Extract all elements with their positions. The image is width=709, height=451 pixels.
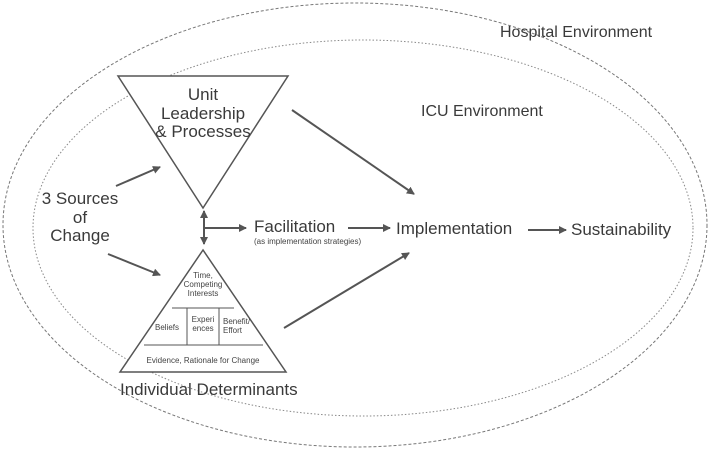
arrow-leadership-to-implementation [291,109,415,195]
sustainability-label: Sustainability [571,220,672,239]
individual-determinants-triangle [118,248,288,373]
unit-leadership-triangle [116,75,290,210]
pyramid-right-line-1: Benefit/ [223,317,251,326]
unit-leadership-label: Unit Leadership & Processes [143,85,263,142]
sources-of-change-label: 3 Sources of Change [28,189,132,246]
icu-environment-label: ICU Environment [421,103,543,120]
pyramid-benefit-cell: Benefit/ Effort [223,317,251,336]
pyramid-experiences-cell: Experi ences [189,315,217,334]
pyramid-top-line-1: Time, [193,271,213,280]
unit-leadership-line-1: Unit [187,85,219,104]
arrow-sources-to-individual [107,253,161,277]
implementation-label: Implementation [396,219,513,238]
arrow-individual-to-implementation [283,252,410,329]
pyramid-middle-line-1: Experi [191,315,215,324]
sources-line-1: 3 Sources [41,189,119,208]
unit-leadership-line-2: Leadership [160,103,246,123]
connector-triangles-facilitation [200,210,247,245]
icu-environment-ellipse [32,39,694,417]
sources-line-3: Change [50,226,110,246]
pyramid-right-line-2: Effort [223,325,242,335]
pyramid-top-line-3: Interests [187,288,219,298]
individual-determinants-label: Individual Determinants [120,380,298,399]
arrow-sources-to-leadership [115,166,161,187]
pyramid-dividers [144,307,263,346]
pyramid-bottom-cell: Evidence, Rationale for Change [146,356,260,365]
pyramid-top-cell: Time, Competing Interests [163,271,243,298]
pyramid-beliefs-cell: Beliefs [155,323,180,332]
sources-line-2: of [72,207,88,227]
facilitation-note: (as implementation strategies) [254,237,362,246]
arrows [107,109,567,329]
unit-leadership-line-3: & Processes [155,122,251,142]
facilitation-label: Facilitation [254,217,336,236]
hospital-environment-label: Hospital Environment [500,24,653,41]
pyramid-middle-line-2: ences [192,323,214,333]
pyramid-top-line-2: Competing [183,279,223,289]
